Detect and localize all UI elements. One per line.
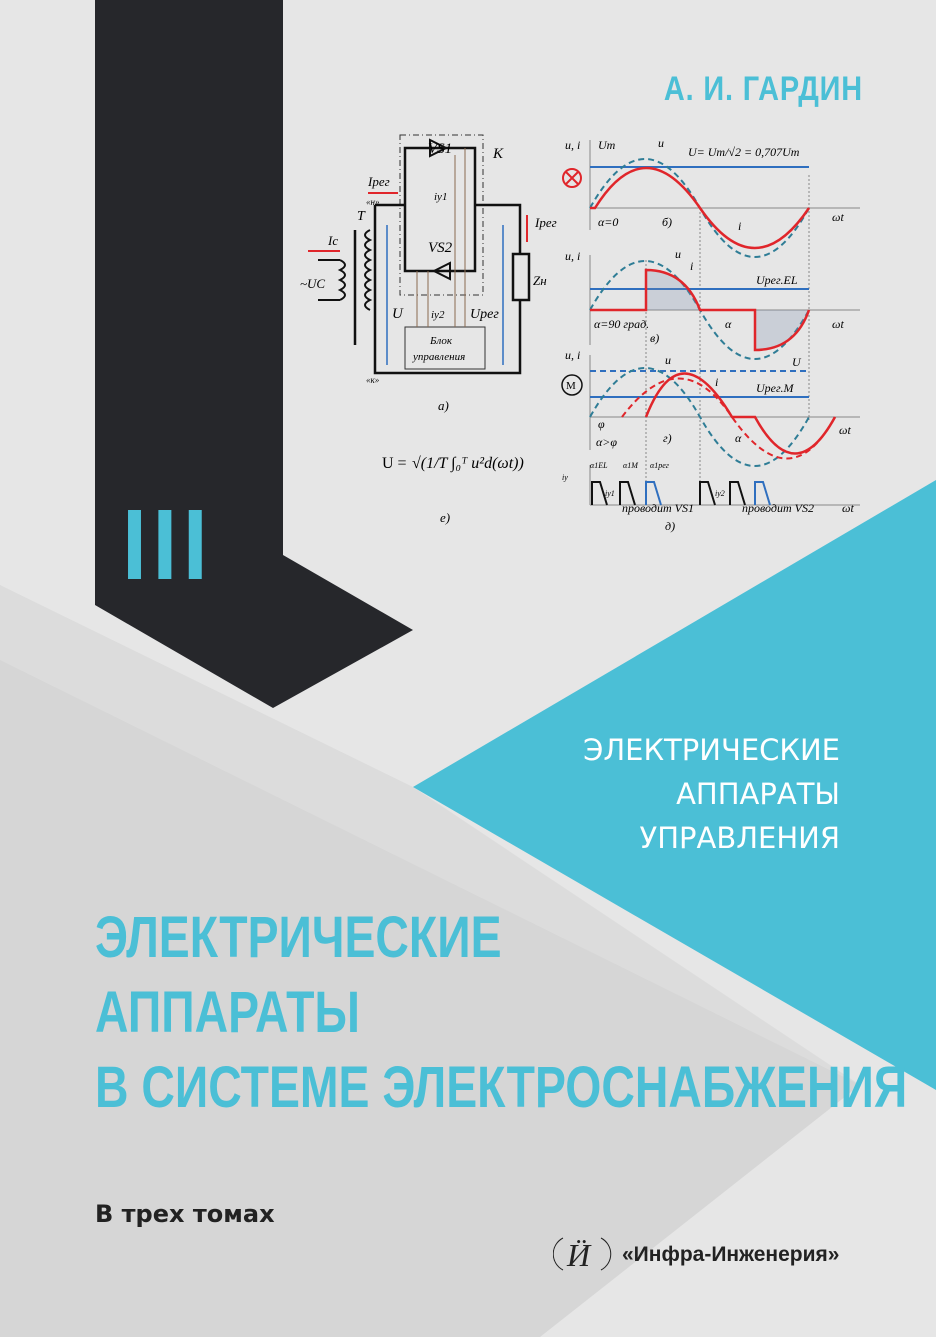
label-iy2: iу2: [431, 309, 445, 321]
label-ic: Iс: [327, 233, 338, 248]
title-line: ЭЛЕКТРИЧЕСКИЕ: [95, 905, 502, 970]
label-uregm: Uрег.M: [756, 381, 795, 395]
volumes-note: В трех томах: [95, 1200, 275, 1228]
title-line: АППАРАТЫ: [95, 980, 360, 1045]
label-a1el: α1EL: [590, 461, 608, 470]
formula-top: U= Um/√2 = 0,707Um: [688, 145, 800, 159]
label-m: M: [566, 380, 576, 392]
caption-e: е): [440, 510, 450, 525]
thyristor-vs1-icon: [429, 138, 449, 158]
label-i-v: i: [690, 259, 693, 273]
volume-subtitle: ЭЛЕКТРИЧЕСКИЕ АППАРАТЫ УПРАВЛЕНИЯ: [480, 728, 840, 860]
label-u-v: u: [675, 247, 681, 261]
lamp-icon: [562, 168, 582, 188]
waveform-diagrams: M u, i Um u U= Um/√2 = 0,707Um EL ωt α=0…: [561, 136, 860, 533]
label-alpha0: α=0: [598, 215, 618, 229]
label-i-b: i: [738, 219, 741, 233]
label-t: T: [357, 209, 366, 224]
label-ureg: Uрег: [470, 307, 499, 322]
teal-triangle: [413, 480, 936, 1090]
formula-rms: √(1/T ∫₀ᵀ u²d(ωt)): [412, 455, 524, 473]
publisher-name: «Инфра-Инженерия»: [622, 1243, 840, 1266]
publisher-logo-letter: Ӥ: [566, 1237, 592, 1273]
caption-a: а): [438, 398, 449, 413]
dark-ribbon: [95, 0, 413, 708]
label-a1reg: α1рег: [650, 461, 669, 470]
label-n: «н»: [366, 197, 380, 207]
volume-subtitle-line: ЭЛЕКТРИЧЕСКИЕ: [583, 733, 840, 767]
formula-lhs: U =: [382, 455, 407, 472]
label-phi: φ: [598, 417, 605, 431]
label-alpha-v: α: [725, 317, 732, 331]
caption-d: д): [665, 519, 675, 533]
label-u: U: [392, 306, 404, 322]
label-u-g: u: [665, 353, 671, 367]
label-u-b: u: [658, 136, 664, 150]
motor-icon: [561, 374, 583, 396]
label-alpha90: α=90 град.: [594, 317, 649, 331]
label-k: K: [492, 146, 504, 162]
label-iy2-pulse: iу2: [715, 489, 725, 498]
label-iy: iу: [562, 473, 568, 482]
label-wt-b: ωt: [832, 210, 844, 224]
title-line: В СИСТЕМЕ ЭЛЕКТРОСНАБЖЕНИЯ: [95, 1055, 908, 1120]
publisher-logo-icon: Ӥ: [553, 1237, 612, 1273]
label-zn: Zн: [533, 273, 547, 288]
label-vs2: VS2: [428, 240, 453, 256]
label-um: Um: [598, 138, 616, 152]
label-ui-b: u, i: [565, 138, 580, 152]
label-ui-g: u, i: [565, 348, 580, 362]
gray-diagonal-band: [0, 585, 860, 1337]
label-U-g: U: [792, 355, 802, 369]
label-iy1-pulse: iу1: [605, 489, 615, 498]
label-k-terminal: «к»: [366, 375, 380, 385]
caption-g: г): [663, 431, 672, 445]
thyristor-vs2-icon: [431, 261, 451, 281]
author-name: А. И. ГАРДИН: [663, 70, 863, 108]
label-uregel: Uрег.EL: [756, 273, 798, 287]
label-iy1: iу1: [434, 191, 447, 203]
label-wt-v: ωt: [832, 317, 844, 331]
volume-number: III: [122, 489, 214, 601]
book-title: ЭЛЕКТРИЧЕСКИЕ АППАРАТЫ В СИСТЕМЕ ЭЛЕКТРО…: [95, 900, 907, 1125]
label-vs1-conducts: проводит VS1: [622, 501, 694, 515]
label-ui-v: u, i: [565, 249, 580, 263]
circuit-diagram: VS1 K Iрег Iрег iу1 VS2 «н» «к» T Iс ~UC…: [300, 134, 557, 525]
label-block-2: управления: [412, 351, 465, 363]
label-vs1: VS1: [428, 141, 452, 157]
label-ireg: Iрег: [367, 174, 390, 189]
label-a1m: α1M: [623, 461, 639, 470]
light-diagonal-band: [0, 585, 860, 1085]
label-ireg-load: Iрег: [534, 215, 557, 230]
label-wt-g: ωt: [839, 423, 851, 437]
label-i-g: i: [715, 375, 718, 389]
caption-b: б): [662, 215, 672, 229]
label-vs2-conducts: проводит VS2: [742, 501, 814, 515]
label-uc: ~UC: [300, 276, 325, 291]
label-alpha-phi: α>φ: [596, 435, 617, 449]
label-block-1: Блок: [429, 335, 453, 347]
label-alpha-g: α: [735, 431, 742, 445]
volume-subtitle-line: УПРАВЛЕНИЯ: [639, 821, 840, 855]
caption-v: в): [650, 331, 659, 345]
volume-subtitle-line: АППАРАТЫ: [676, 777, 840, 811]
label-wt-d: ωt: [842, 501, 854, 515]
